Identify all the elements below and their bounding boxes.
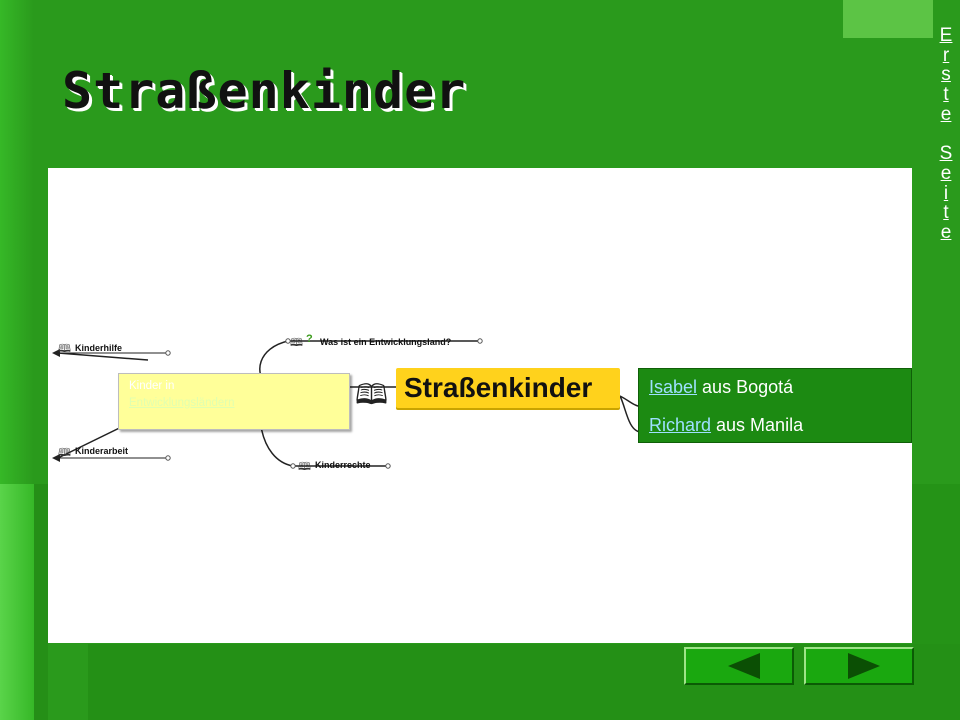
- first-page-link-char: r: [942, 44, 950, 66]
- note-link[interactable]: Entwicklungsländern: [129, 397, 235, 409]
- previous-slide-button[interactable]: [684, 647, 794, 685]
- book-icon: 🕮: [298, 461, 311, 473]
- arrow-kinderarbeit: [52, 454, 60, 462]
- book-icon: 🕮: [355, 379, 389, 410]
- book-icon: 🕮: [58, 447, 71, 459]
- arrow-kinderhilfe: [52, 349, 60, 357]
- branch-kinderarbeit[interactable]: Kinderarbeit: [75, 446, 129, 456]
- corner-decoration: [843, 0, 933, 38]
- branch-kinderrechte[interactable]: Kinderrechte: [315, 460, 371, 470]
- slide-title: Straßenkinder: [62, 62, 467, 120]
- junction-dot: [285, 338, 291, 344]
- popup-row-text: aus Bogotá: [697, 377, 794, 397]
- first-page-link-char: e: [940, 162, 952, 184]
- isabel-link[interactable]: Isabel: [649, 377, 698, 397]
- popup-row-text: aus Manila: [711, 415, 804, 435]
- first-page-link-char: s: [941, 64, 951, 86]
- branch-kinderhilfe[interactable]: Kinderhilfe: [75, 343, 123, 353]
- first-page-link-gap: [934, 125, 958, 145]
- popup-row-richard: Richard aus Manila: [649, 415, 803, 436]
- junction-dot: [165, 455, 171, 461]
- central-topic-label: Straßenkinder: [404, 372, 593, 403]
- first-page-link-char: t: [943, 202, 949, 224]
- background-right-band: [912, 484, 960, 644]
- first-page-link-char: t: [943, 84, 949, 106]
- background-left-lower: [34, 484, 48, 720]
- book-icon: 🕮: [290, 337, 303, 349]
- first-page-link[interactable]: E r s t e S e i t e: [934, 26, 958, 243]
- next-slide-button[interactable]: [804, 647, 914, 685]
- background-light-strip: [0, 484, 34, 720]
- richard-link[interactable]: Richard: [649, 415, 712, 435]
- triangle-right-icon: [848, 653, 880, 679]
- first-page-link-char: e: [940, 222, 952, 244]
- question-icon: ?: [306, 333, 313, 345]
- junction-dot: [385, 463, 391, 469]
- junction-dot: [477, 338, 483, 344]
- branch-entwicklungsland[interactable]: Was ist ein Entwicklungsland?: [320, 337, 452, 347]
- note-text: Kinder in: [129, 380, 175, 392]
- popup-panel: Isabel aus Bogotá Richard aus Manila: [638, 368, 912, 443]
- central-topic[interactable]: Straßenkinder: [396, 368, 620, 408]
- junction-dot: [290, 463, 296, 469]
- popup-row-isabel: Isabel aus Bogotá: [649, 377, 793, 398]
- book-icon: 🕮: [58, 343, 71, 355]
- triangle-left-icon: [728, 653, 760, 679]
- junction-dot: [165, 350, 171, 356]
- connector-kinderhilfe: [57, 352, 149, 361]
- note-tooltip: Kinder in Entwicklungsländern: [118, 373, 350, 430]
- first-page-link-char: e: [940, 103, 952, 125]
- first-page-link-char: S: [939, 143, 953, 165]
- first-page-link-char: i: [943, 182, 949, 204]
- first-page-link-char: E: [939, 25, 953, 46]
- connector-popup-top: [619, 395, 648, 407]
